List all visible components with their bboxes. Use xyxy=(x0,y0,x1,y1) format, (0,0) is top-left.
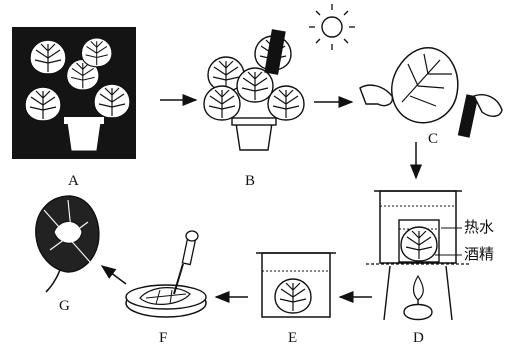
step-a-dark-plant xyxy=(12,27,136,159)
hot-water-label: 热水 xyxy=(464,220,494,235)
leaf xyxy=(401,227,437,261)
leaf xyxy=(204,86,240,120)
label-f: F xyxy=(159,331,167,346)
alcohol-lamp xyxy=(404,305,432,320)
leaf xyxy=(268,86,304,120)
step-b-covered-leaf xyxy=(204,29,304,150)
label-g: G xyxy=(59,299,70,314)
step-g-result-leaf xyxy=(36,196,99,292)
step-f-iodine-drop xyxy=(126,231,206,317)
alcohol-label: 酒精 xyxy=(464,247,494,262)
dropper xyxy=(182,237,195,264)
label-c: C xyxy=(428,132,438,147)
black-paper-strip xyxy=(458,94,478,138)
step-e-rinse xyxy=(256,253,336,317)
sun-icon xyxy=(309,4,355,50)
label-a: A xyxy=(68,174,79,189)
label-b: B xyxy=(245,174,255,189)
flame xyxy=(414,276,424,300)
leaf xyxy=(237,68,273,102)
leaf xyxy=(275,279,311,313)
step-c-remove-leaf xyxy=(360,48,502,138)
left-hand xyxy=(360,85,392,105)
step-d-water-bath xyxy=(366,191,470,320)
right-hand xyxy=(474,95,502,117)
leaf xyxy=(81,38,112,67)
leaf xyxy=(25,87,61,121)
leaf xyxy=(94,84,130,118)
label-e: E xyxy=(288,331,297,346)
leaf xyxy=(30,40,66,74)
label-d: D xyxy=(413,331,424,346)
arrow-f-to-g xyxy=(102,266,126,284)
